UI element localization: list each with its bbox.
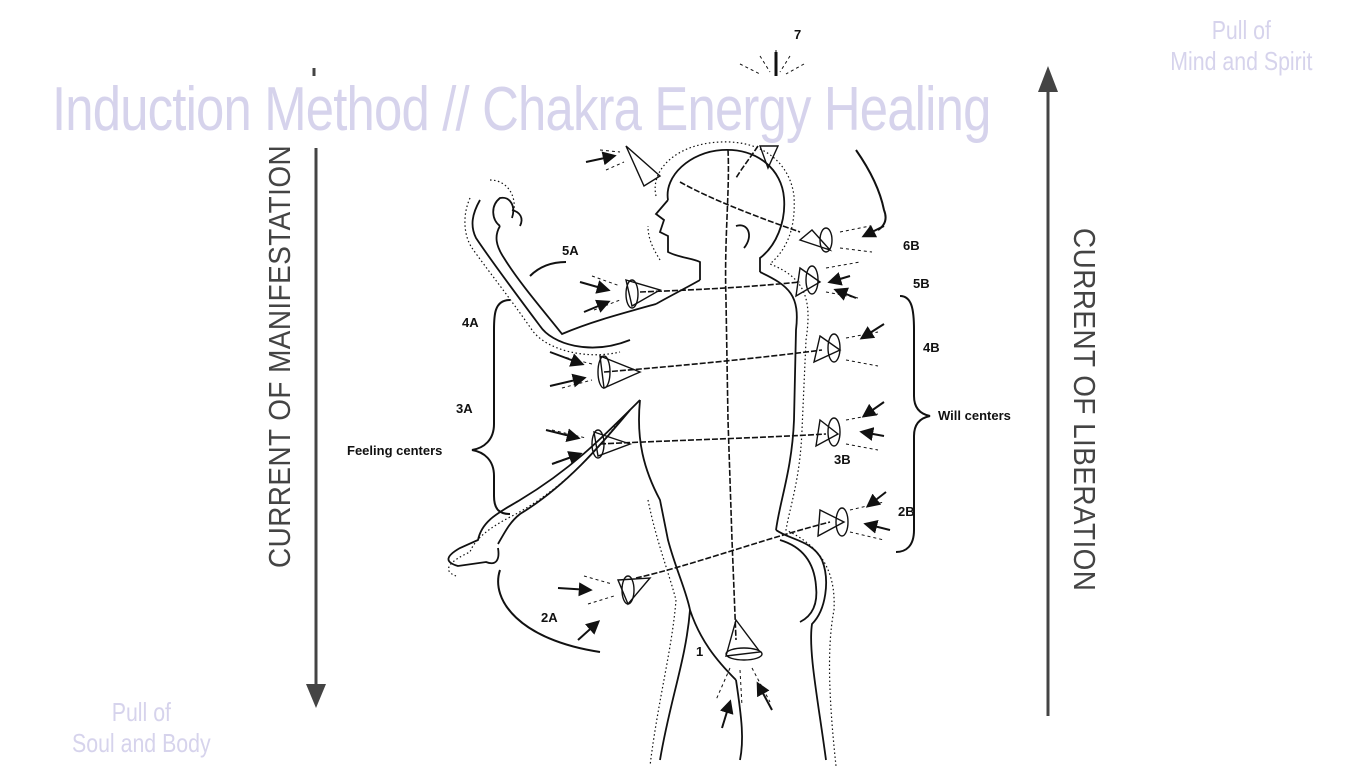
pull-soul-body-line-1: Pull of: [111, 697, 171, 727]
pull-mind-spirit-line-2: Mind and Spirit: [1169, 46, 1312, 76]
pull-mind-spirit-line-1: Pull of: [1211, 15, 1271, 45]
connection-curves: [497, 149, 887, 653]
label-3b: 3B: [834, 452, 851, 467]
label-5a: 5A: [562, 243, 579, 258]
incoming-arrows: [545, 52, 891, 729]
liberation-axis-arrow: [1038, 66, 1058, 716]
pull-soul-body-label: Pull of Soul and Body: [72, 697, 211, 759]
vortex-cones: [591, 145, 849, 661]
pull-soul-body-line-2: Soul and Body: [72, 728, 211, 758]
pull-mind-spirit-label: Pull of Mind and Spirit: [1170, 15, 1312, 77]
body-outline: [447, 149, 827, 761]
feeling-centers-brace: [471, 299, 511, 515]
label-5b: 5B: [913, 276, 930, 291]
label-3a: 3A: [456, 401, 473, 416]
page-title: Induction Method // Chakra Energy Healin…: [52, 75, 991, 144]
current-of-liberation-label: CURRENT OF LIBERATION: [1067, 228, 1102, 592]
aura-outline: [448, 141, 837, 767]
label-2a: 2A: [541, 610, 558, 625]
label-4b: 4B: [923, 340, 940, 355]
label-4a: 4A: [462, 315, 479, 330]
manifestation-axis-arrow: [306, 68, 326, 708]
label-1: 1: [696, 644, 703, 659]
current-of-manifestation-label: CURRENT OF MANIFESTATION: [262, 144, 297, 568]
will-centers-brace: [895, 295, 931, 553]
label-2b: 2B: [898, 504, 915, 519]
energy-channels: [599, 145, 831, 641]
feeling-centers-label: Feeling centers: [347, 443, 442, 458]
label-7: 7: [794, 27, 801, 42]
will-centers-label: Will centers: [938, 408, 1011, 423]
label-6b: 6B: [903, 238, 920, 253]
